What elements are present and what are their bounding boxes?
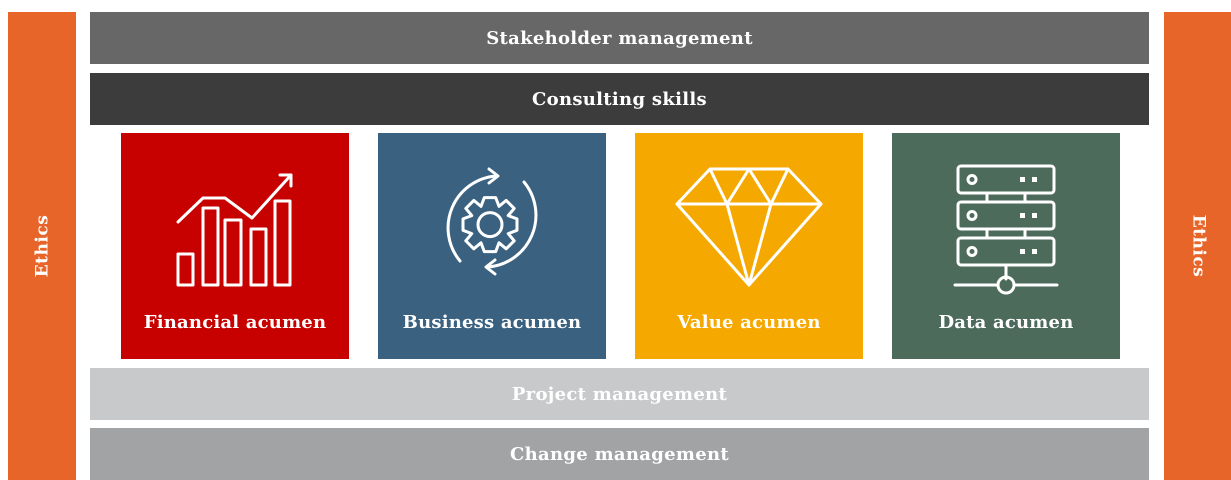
growth-chart-icon (176, 173, 293, 287)
project-management-band: Project management (90, 368, 1149, 420)
value-acumen-label: Value acumen (677, 312, 821, 333)
data-acumen-label: Data acumen (938, 312, 1074, 333)
consulting-skills-band: Consulting skills (90, 73, 1149, 125)
value-acumen-tile: Value acumen (635, 133, 863, 359)
ethics-left-pillar: Ethics (8, 12, 76, 480)
server-icon (953, 164, 1059, 295)
gear-cycle-icon (446, 167, 538, 276)
ethics-right-pillar: Ethics (1164, 12, 1231, 480)
data-acumen-tile: Data acumen (892, 133, 1120, 359)
stakeholder-management-band: Stakeholder management (90, 12, 1149, 64)
ethics-left-label: Ethics (32, 214, 52, 278)
ethics-right-label: Ethics (1188, 214, 1208, 278)
change-management-band: Change management (90, 428, 1149, 480)
diamond-icon (675, 167, 823, 287)
financial-acumen-tile: Financial acumen (121, 133, 349, 359)
business-acumen-label: Business acumen (402, 312, 582, 333)
business-acumen-tile: Business acumen (378, 133, 606, 359)
financial-acumen-label: Financial acumen (143, 312, 327, 333)
